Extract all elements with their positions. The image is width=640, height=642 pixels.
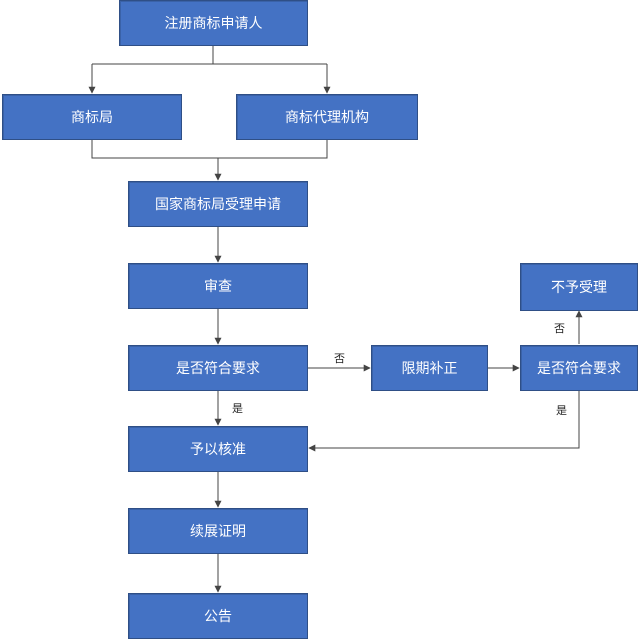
label-check-to-correction: 否: [334, 352, 345, 365]
edge-recheck-approve: [308, 391, 580, 452]
node-trademark-office: 商标局: [2, 94, 182, 140]
label-recheck-to-reject: 否: [554, 322, 565, 335]
label-recheck-to-approve: 是: [556, 404, 567, 417]
node-review: 审查: [128, 263, 308, 309]
node-correction: 限期补正: [371, 345, 488, 391]
edge-applicant-split: [92, 46, 327, 65]
node-check: 是否符合要求: [128, 345, 308, 391]
node-reject: 不予受理: [520, 263, 638, 311]
edge-merge: [91, 140, 328, 159]
node-applicant: 注册商标申请人: [119, 0, 308, 46]
node-recheck: 是否符合要求: [520, 345, 638, 391]
node-accept: 国家商标局受理申请: [128, 181, 308, 227]
node-agency: 商标代理机构: [236, 94, 418, 140]
node-approve: 予以核准: [128, 426, 308, 472]
node-renew-cert: 续展证明: [128, 508, 308, 554]
node-announce: 公告: [128, 593, 308, 639]
label-check-to-approve: 是: [232, 402, 243, 415]
